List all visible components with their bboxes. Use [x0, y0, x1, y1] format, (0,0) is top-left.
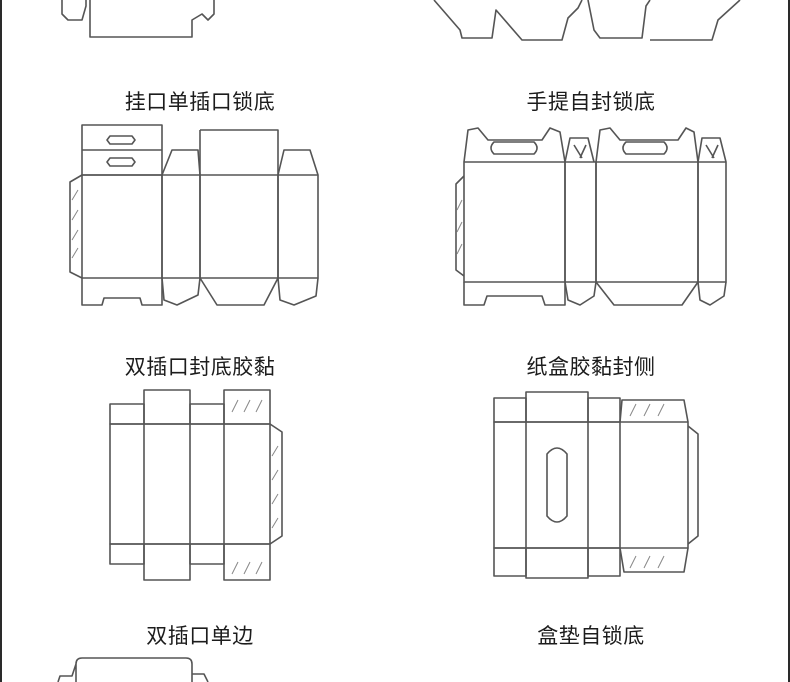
label-double-tuck-single-side: 双插口单边 — [146, 624, 254, 648]
label-hang-tuck-lock-bottom: 挂口单插口锁底 — [124, 90, 276, 114]
dieline-hang-tuck-lock-bottom — [69, 124, 319, 306]
dieline-carton-glued-side — [493, 391, 699, 579]
dieline-double-tuck-glued-bottom — [109, 389, 283, 581]
dieline-handle-self-lock-bottom — [455, 127, 727, 306]
label-carton-glued-side: 纸盒胶黏封侧 — [526, 355, 656, 379]
dieline-bottom-left-partial — [57, 657, 209, 682]
dieline-top-left-partial — [61, 0, 215, 38]
dieline-top-right-partial — [433, 0, 741, 41]
label-double-tuck-glued-bottom: 双插口封底胶黏 — [124, 355, 276, 379]
label-handle-self-lock-bottom: 手提自封锁底 — [526, 90, 656, 114]
label-tray-self-lock-bottom: 盒垫自锁底 — [537, 624, 645, 648]
